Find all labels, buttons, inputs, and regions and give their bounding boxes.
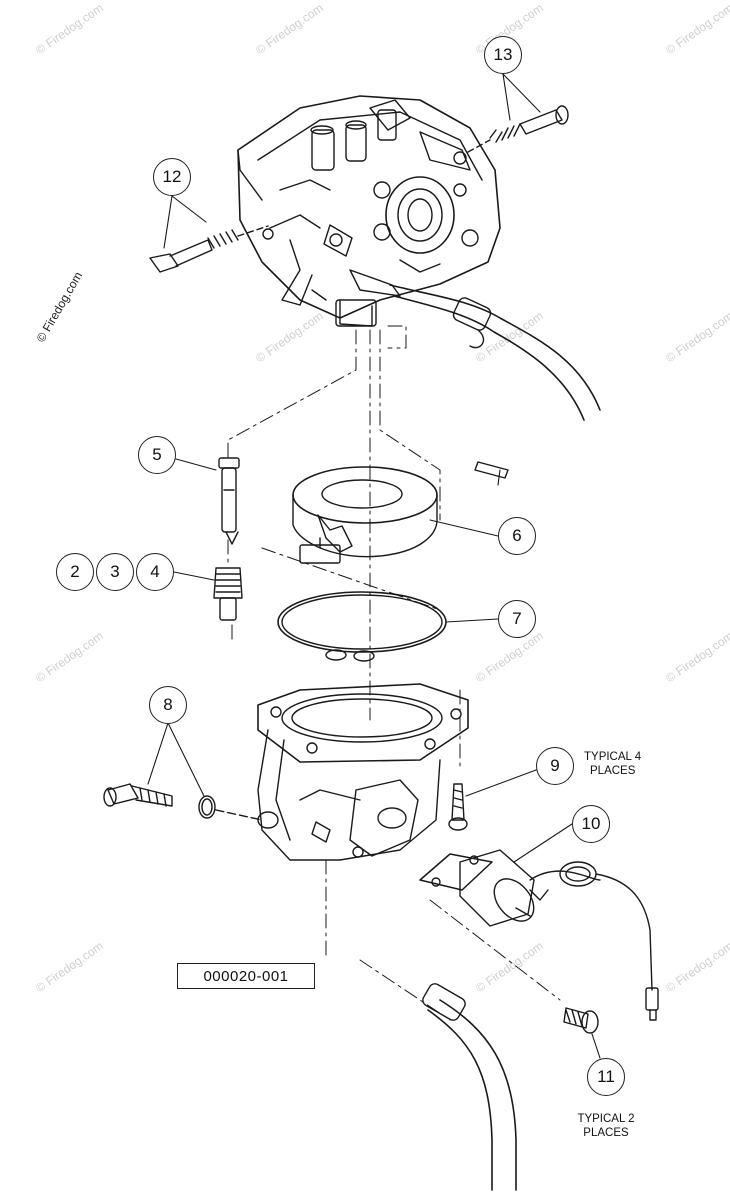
callout-6: 6	[498, 517, 536, 555]
note-typical-2-line2: PLACES	[583, 1127, 629, 1139]
bowl-screw-9	[448, 783, 468, 831]
callout-3: 3	[96, 553, 134, 591]
callout-8: 8	[149, 686, 187, 724]
fuel-hose-lower	[422, 983, 517, 1191]
gasket-7	[277, 591, 447, 662]
callout-7: 7	[498, 600, 536, 638]
idle-screw-13	[467, 105, 569, 153]
callout-13: 13	[484, 36, 522, 74]
mount-screw-11	[563, 1007, 599, 1034]
float-bowl	[257, 683, 469, 861]
mixture-screw-12	[149, 225, 269, 273]
note-typical-4-line2: PLACES	[590, 765, 636, 777]
note-typical-2-line1: TYPICAL 2	[577, 1113, 635, 1125]
callout-11: 11	[587, 1058, 625, 1096]
carburetor-body	[237, 95, 501, 327]
callout-9: 9	[536, 747, 574, 785]
callout-10: 10	[572, 805, 610, 843]
callout-5: 5	[138, 436, 176, 474]
assembly-lines	[227, 325, 561, 1021]
note-typical-2: TYPICAL 2 PLACES	[566, 1112, 646, 1140]
callout-2: 2	[56, 553, 94, 591]
fuel-solenoid-10	[419, 849, 659, 1021]
figure-id-box: 000020-001	[177, 963, 315, 989]
note-typical-4: TYPICAL 4 PLACES	[584, 750, 664, 778]
valve-seat-4	[213, 567, 243, 621]
drain-screw-8	[103, 783, 263, 821]
fuel-hose-upper	[389, 284, 601, 421]
pin	[474, 461, 509, 479]
needle-valve-5	[218, 457, 240, 545]
leader-lines	[147, 73, 601, 1059]
note-typical-4-line1: TYPICAL 4	[584, 751, 642, 763]
callout-12: 12	[153, 158, 191, 196]
float-6	[292, 466, 438, 564]
callout-4: 4	[136, 553, 174, 591]
